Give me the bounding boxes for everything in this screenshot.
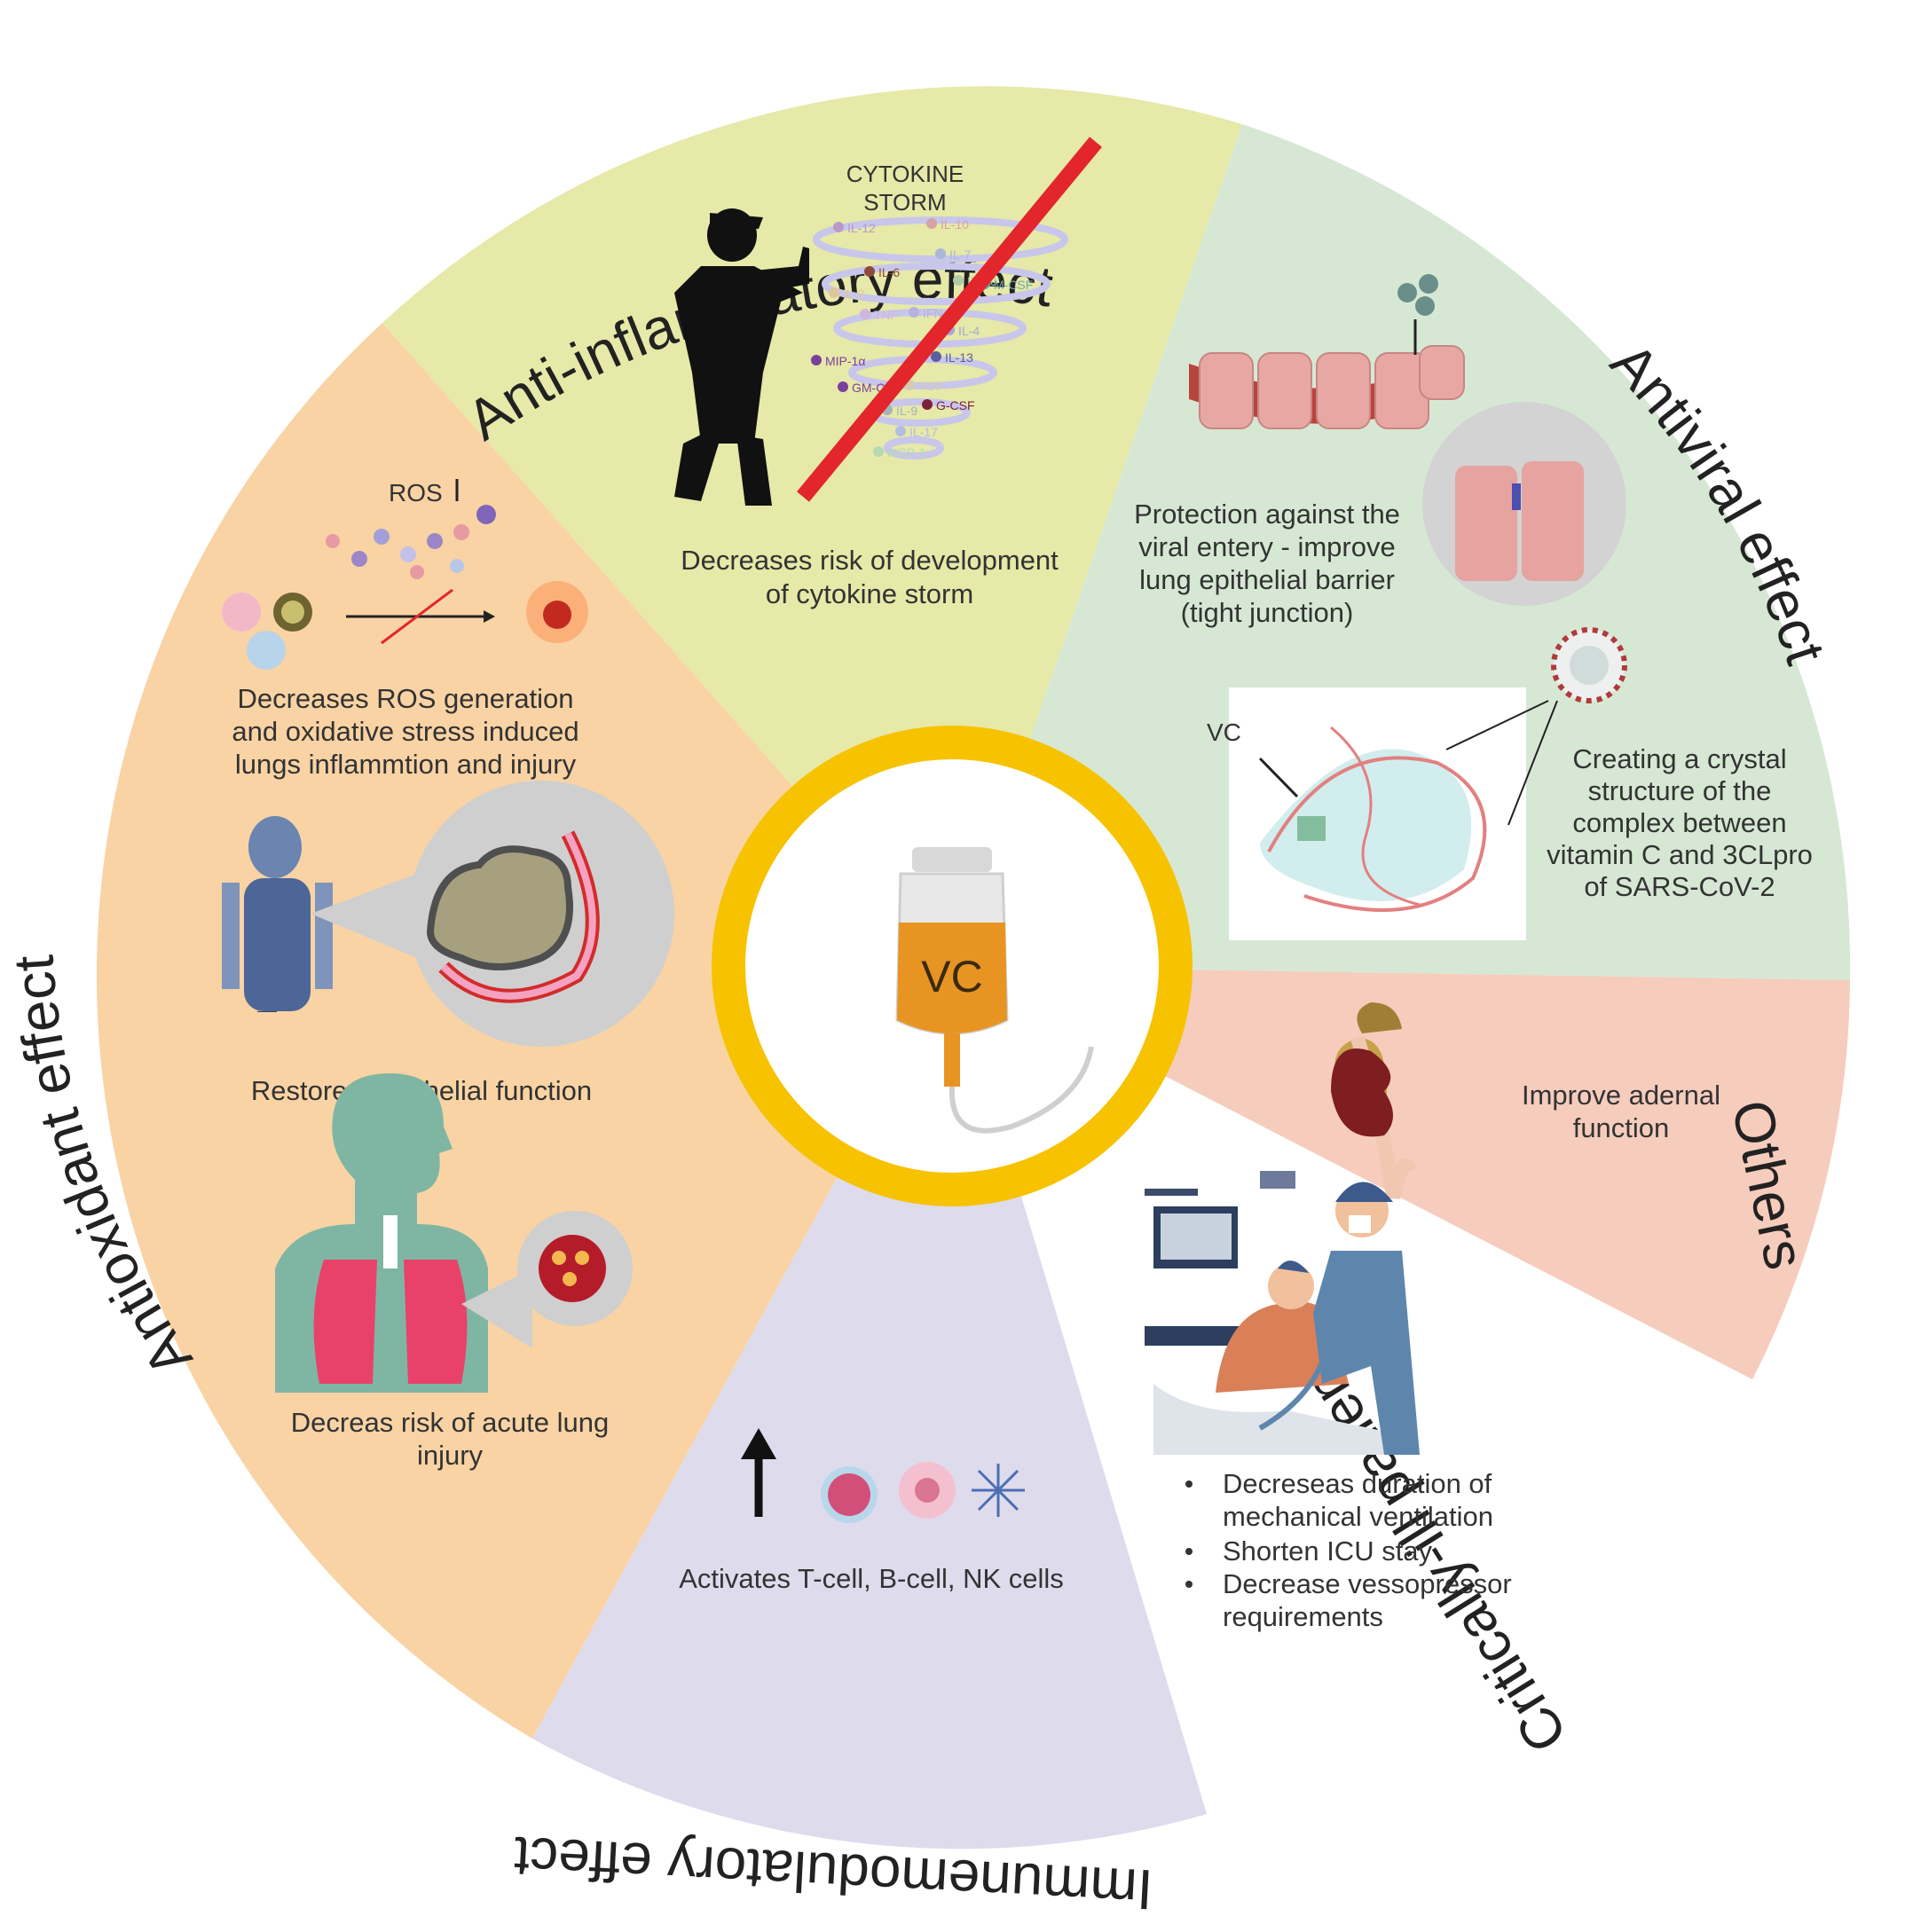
cytokine-dot (926, 218, 937, 229)
ros-caption-3: lungs inflammtion and injury (235, 749, 577, 780)
cytokine-label: MIP-1α (825, 354, 865, 368)
crystal-caption-1: Creating a crystal (1572, 743, 1786, 774)
immune-cells-ros-icon (222, 581, 588, 670)
tornado-loop (884, 436, 944, 459)
icu-ventilation-icon (1145, 1171, 1420, 1455)
iv-bag-icon: VC (895, 847, 1094, 1134)
cytokine-label: IL-10 (941, 217, 969, 232)
police-officer-stop-icon (674, 208, 809, 506)
crystal-caption-3: complex between (1572, 807, 1786, 838)
cytokine-label: IL-6 (878, 265, 900, 279)
cytokine-label: TGF (918, 379, 943, 393)
human-anatomy-icon (222, 781, 674, 1047)
ros-caption-2: and oxidative stress induced (232, 716, 579, 747)
cytokine-dot (860, 309, 870, 319)
barrier-caption-3: lung epithelial barrier (1139, 564, 1395, 595)
cytokine-label: TNF (874, 308, 898, 322)
ros-caption-1: Decreases ROS generation (237, 683, 573, 714)
lung-epithelium-barrier-icon (1189, 345, 1626, 606)
cytokine-dot (953, 275, 964, 286)
cytokine-dot (922, 399, 933, 410)
lung-caption-1: Decreas risk of acute lung (291, 1407, 609, 1438)
crystal-caption-5: of SARS-CoV-2 (1584, 871, 1775, 902)
cytokine-dot (864, 266, 875, 277)
cytokine-label: IL-17 (909, 425, 938, 439)
coronavirus-icon (1397, 274, 1627, 703)
critically-ill-bullet-3: Shorten ICU stay (1223, 1535, 1433, 1567)
ros-molecules-icon (326, 505, 496, 579)
cytokine-dot (829, 287, 839, 298)
immune-cells-icon (741, 1428, 1025, 1523)
ros-label: ROS (389, 479, 443, 507)
cytokine-dot (833, 222, 844, 232)
cytokine-label: IL-13 (945, 350, 973, 365)
storm-label-1: CYTOKINE (846, 161, 964, 187)
kidney-adrenal-icon (1331, 1002, 1418, 1199)
others-caption-2: function (1573, 1112, 1670, 1143)
cytokine-dot (895, 426, 906, 436)
cytokine-label: MCP-1 (887, 445, 926, 459)
protein-structure-image (1229, 687, 1558, 940)
tornado-loop (822, 263, 1051, 305)
cytokine-dot (838, 381, 848, 392)
cytokine-dot (935, 248, 946, 259)
critically-ill-bullet-5: requirements (1223, 1601, 1383, 1632)
cytokine-label: IFN (923, 306, 943, 320)
crystal-caption-2: structure of the (1588, 775, 1772, 806)
cytokine-label: IL-12 (847, 221, 876, 235)
anti-inflammatory-caption-2: of cytokine storm (766, 578, 973, 609)
lung-caption-2: injury (417, 1440, 484, 1471)
cytokine-label: G-CSF (936, 398, 975, 412)
barrier-caption-4: (tight junction) (1181, 597, 1354, 628)
critically-ill-bullet-4: Decrease vessopressor (1223, 1568, 1512, 1599)
immunomodulatory-caption: Activates T-cell, B-cell, NK cells (679, 1563, 1064, 1594)
critically-ill-bullet-1: Decreseas duration of (1223, 1468, 1492, 1499)
center-label: VC (921, 952, 982, 1001)
cytokine-dot (931, 351, 941, 362)
storm-label-2: STORM (863, 189, 946, 216)
critically-ill-bullet-2: mechanical ventilation (1223, 1501, 1493, 1532)
vc-label: VC (1207, 719, 1241, 746)
crystal-caption-4: vitamin C and 3CLpro (1547, 839, 1813, 870)
antiviral-wedge (952, 124, 1851, 980)
cytokine-dot (873, 446, 884, 457)
cytokine-dot (909, 307, 919, 318)
cytokine-label: IL-2 (843, 287, 864, 301)
red-slash (797, 137, 1102, 502)
cytokine-label: IL-7 (949, 247, 971, 262)
barrier-caption-1: Protection against the (1134, 499, 1400, 530)
anti-inflammatory-caption-1: Decreases risk of development (681, 545, 1059, 576)
cytokine-label: IL-9 (896, 404, 917, 418)
cytokine-label: M-CSF (994, 278, 1033, 292)
cytokine-dot (811, 355, 822, 365)
immunomodulatory-wedge (532, 966, 1207, 1850)
cytokine-label: IL-4 (958, 324, 980, 338)
others-caption-1: Improve adernal (1522, 1080, 1720, 1111)
lungs-icon (275, 1073, 633, 1393)
barrier-caption-2: viral entery - improve (1138, 531, 1395, 562)
